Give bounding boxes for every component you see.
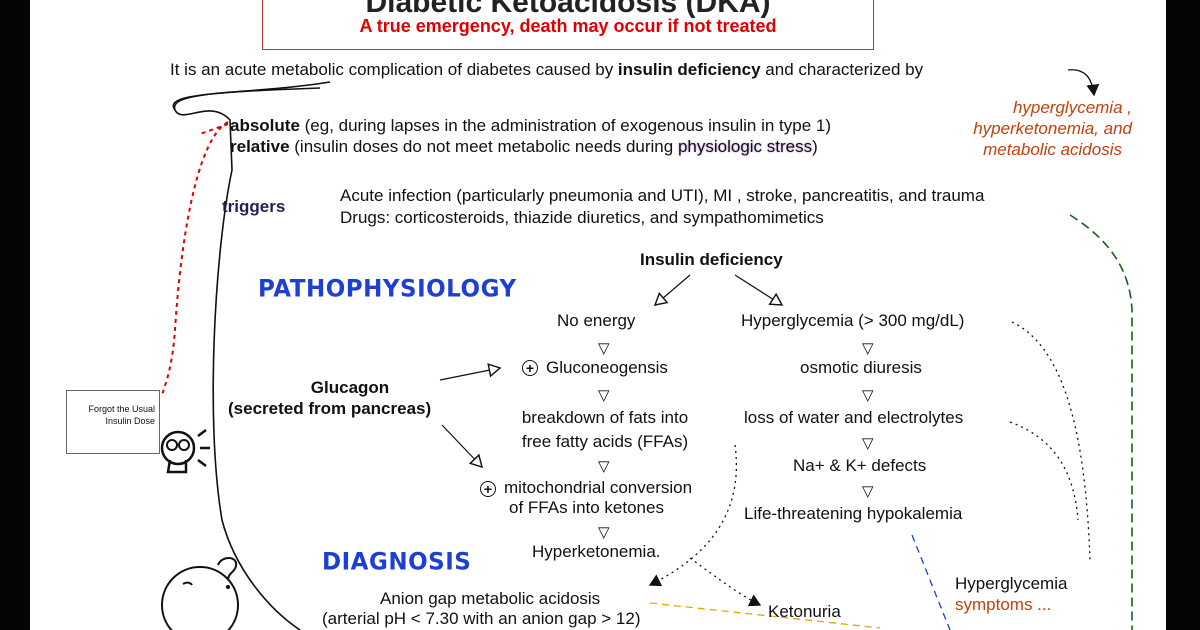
flow-left-hyperketonemia: Hyperketonemia. bbox=[532, 542, 661, 561]
down-triangle-icon: ▽ bbox=[862, 483, 874, 500]
flow-right-na-k: Na+ & K+ defects bbox=[793, 456, 927, 475]
title-box bbox=[262, 0, 874, 50]
flow-right-hyperglycemia: Hyperglycemia (> 300 mg/dL) bbox=[741, 311, 965, 330]
red-dashed-line bbox=[161, 121, 229, 396]
trigger-infection: Acute infection (particularly pneumonia … bbox=[340, 186, 985, 205]
diagnosis-symptoms: symptoms ... bbox=[955, 595, 1052, 614]
flow-left-mito-2: of FFAs into ketones bbox=[509, 498, 664, 517]
dotted-ffa bbox=[648, 444, 737, 587]
section-diagnosis: DIAGNOSIS bbox=[322, 548, 472, 576]
dotted-water bbox=[1009, 421, 1079, 521]
green-dashed-line bbox=[1069, 214, 1133, 630]
diagnosis-acidosis-criteria: (arterial pH < 7.30 with an anion gap > … bbox=[322, 609, 641, 628]
characteristic-3: metabolic acidosis bbox=[983, 140, 1122, 159]
section-pathophysiology: PATHOPHYSIOLOGY bbox=[258, 275, 517, 303]
glucagon-label: Glucagon bbox=[310, 378, 390, 397]
forgot-dose-note: Forgot the Usual Insulin Dose bbox=[66, 390, 160, 454]
flow-right-osmotic: osmotic diuresis bbox=[800, 358, 922, 377]
flow-right-water-loss: loss of water and electrolytes bbox=[744, 408, 964, 427]
blue-dashed-line bbox=[911, 534, 951, 630]
plus-icon: + bbox=[522, 360, 538, 376]
down-triangle-icon: ▽ bbox=[598, 524, 610, 541]
flow-root: Insulin deficiency bbox=[640, 250, 783, 269]
diagnosis-hyperglycemia: Hyperglycemia bbox=[955, 574, 1068, 593]
flow-left-gluconeogenesis: Gluconeogensis bbox=[546, 358, 668, 377]
down-triangle-icon: ▽ bbox=[862, 340, 874, 357]
dotted-hyperglycemia bbox=[1011, 321, 1091, 561]
arrow-root-right bbox=[734, 274, 782, 305]
definition-text: It is an acute metabolic complication of… bbox=[170, 60, 924, 79]
triggers-label: triggers bbox=[222, 197, 286, 216]
left-frame-border bbox=[0, 0, 30, 630]
note-line-1: Forgot the Usual bbox=[88, 404, 155, 414]
deficiency-absolute: absolute (eg, during lapses in the admin… bbox=[230, 116, 831, 135]
arrow-glucagon-gluco bbox=[439, 368, 500, 381]
doodle-question bbox=[217, 557, 238, 581]
page-subtitle: A true emergency, death may occur if not… bbox=[359, 16, 777, 36]
page-title: Diabetic Ketoacidosis (DKA) bbox=[365, 0, 771, 19]
down-triangle-icon: ▽ bbox=[598, 458, 610, 475]
diagnosis-acidosis: Anion gap metabolic acidosis bbox=[380, 589, 601, 608]
down-triangle-icon: ▽ bbox=[598, 387, 610, 404]
flow-left-mito-1: mitochondrial conversion bbox=[504, 478, 693, 497]
arrow-root-left bbox=[655, 274, 691, 305]
flow-left-no-energy: No energy bbox=[557, 311, 636, 330]
diagnosis-ketonuria: Ketonuria bbox=[768, 602, 841, 621]
diagram-canvas bbox=[30, 0, 1166, 630]
down-triangle-icon: ▽ bbox=[862, 387, 874, 404]
loop-curve bbox=[172, 81, 331, 630]
doodle-confused-icon bbox=[160, 429, 210, 474]
plus-icon: + bbox=[480, 481, 496, 497]
down-triangle-icon: ▽ bbox=[598, 340, 610, 357]
down-triangle-icon: ▽ bbox=[862, 435, 874, 452]
dotted-ketonuria bbox=[689, 557, 762, 607]
flow-left-fat-breakdown-2: free fatty acids (FFAs) bbox=[521, 432, 689, 451]
red-dashed-branch bbox=[199, 123, 229, 135]
doodle-face bbox=[161, 566, 239, 630]
right-frame-border bbox=[1166, 0, 1200, 630]
characteristic-1: hyperglycemia , bbox=[1012, 98, 1132, 117]
deficiency-relative: relative (insulin doses do not meet meta… bbox=[230, 137, 818, 156]
loop-top bbox=[173, 87, 321, 111]
flow-right-hypokalemia: Life-threatening hypokalemia bbox=[744, 504, 963, 523]
arrow-glucagon-mito bbox=[441, 424, 482, 467]
note-line-2: Insulin Dose bbox=[105, 416, 155, 426]
trigger-drugs: Drugs: corticosteroids, thiazide diureti… bbox=[340, 208, 824, 227]
flow-left-fat-breakdown-1: breakdown of fats into bbox=[521, 408, 689, 427]
yellow-dashed-line bbox=[649, 602, 881, 629]
arrow-characteristics bbox=[1067, 69, 1100, 97]
characteristic-2: hyperketonemia, and bbox=[973, 119, 1132, 138]
glucagon-source: (secreted from pancreas) bbox=[228, 399, 432, 418]
